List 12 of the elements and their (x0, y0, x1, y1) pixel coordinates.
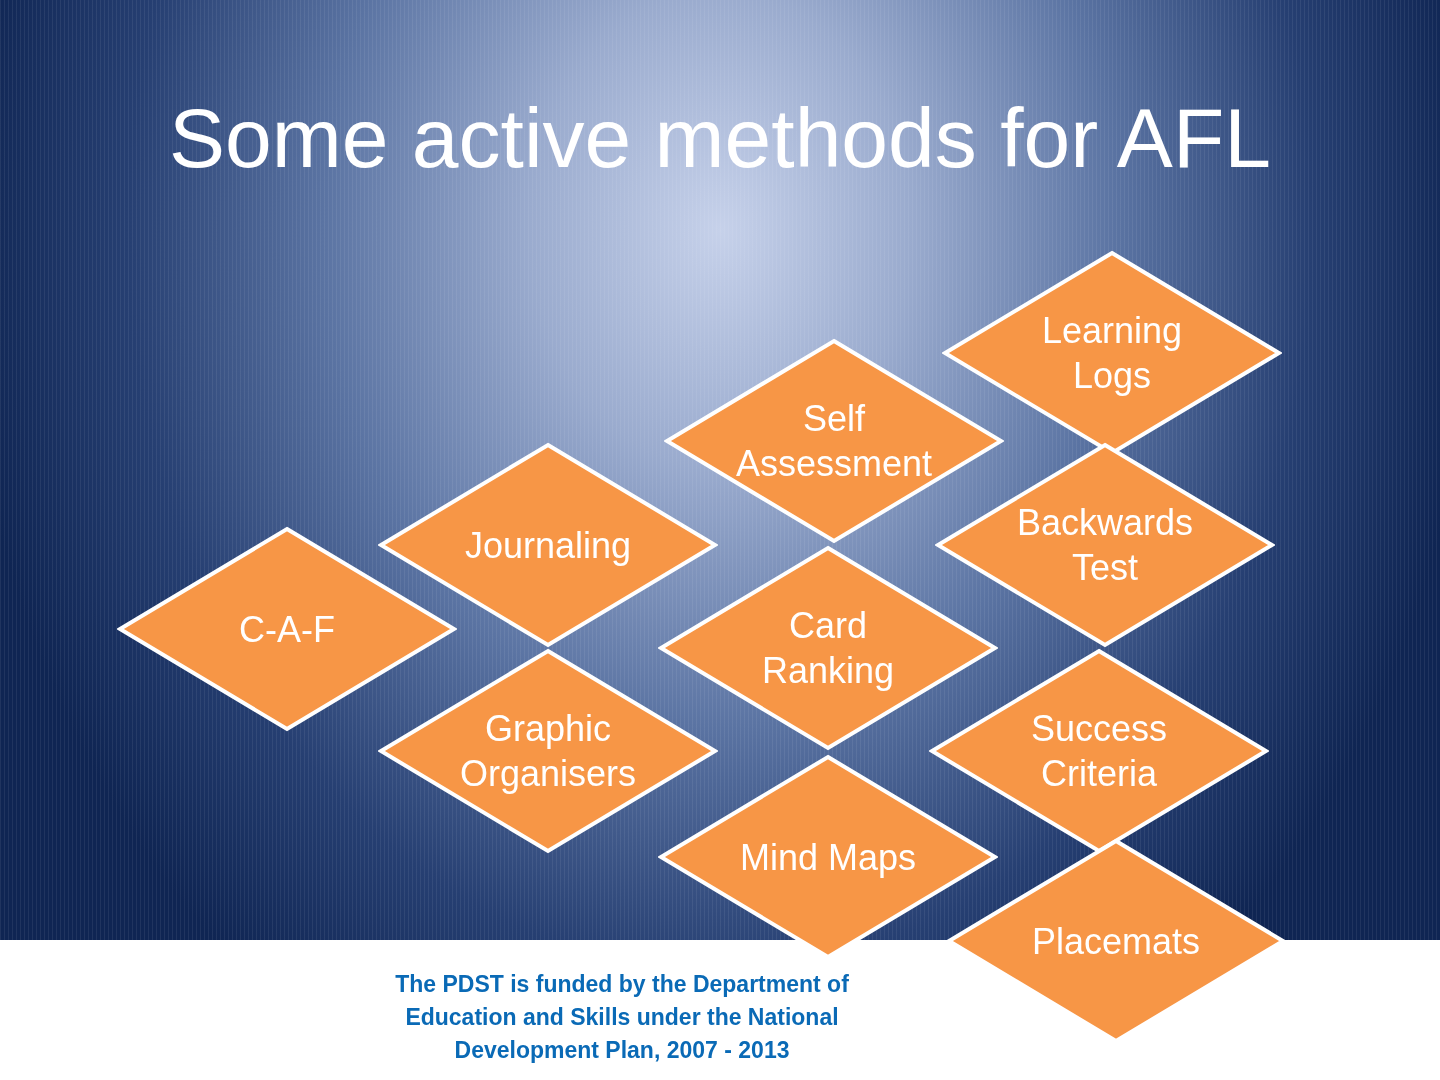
method-label: Card Ranking (760, 604, 896, 693)
method-label: Placemats (1030, 919, 1202, 964)
method-label: Self Assessment (734, 397, 934, 486)
method-label: Journaling (463, 523, 633, 568)
method-label: Learning Logs (1040, 309, 1184, 398)
slide-title: Some active methods for AFL (168, 90, 1272, 187)
funding-note: The PDST is funded by the Department of Education and Skills under the National Development Plan, 2007 - 2013 (394, 970, 850, 1065)
method-label: Mind Maps (738, 835, 918, 880)
method-label: Graphic Organisers (458, 707, 638, 796)
method-label: Backwards Test (1015, 501, 1195, 590)
method-label: C-A-F (238, 607, 336, 652)
method-label: Success Criteria (1029, 707, 1169, 796)
